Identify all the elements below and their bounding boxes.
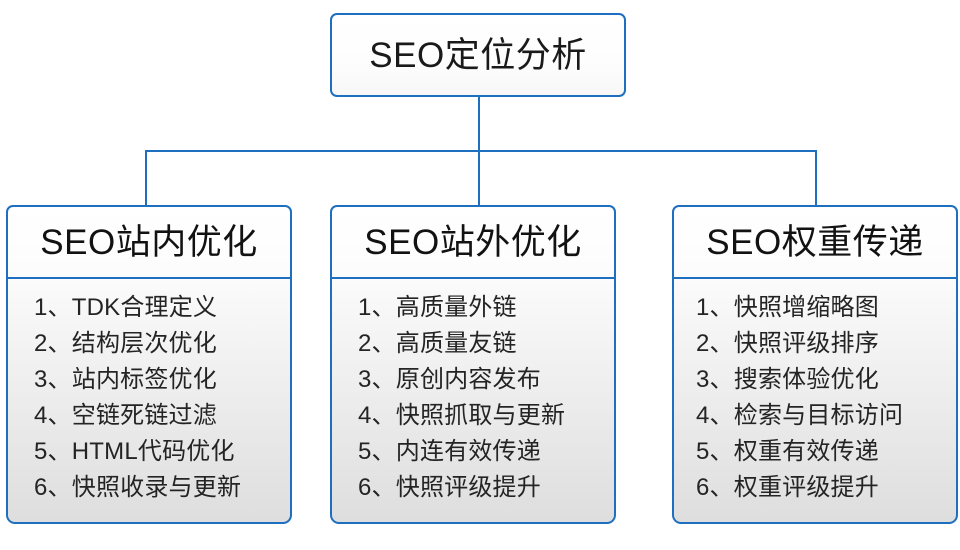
list-item: 5、权重有效传递: [696, 438, 879, 465]
branch-header-2: SEO站外优化: [330, 205, 616, 279]
list-item: 4、空链死链过滤: [34, 402, 217, 429]
list-item: 1、快照增缩略图: [696, 294, 879, 321]
list-item: 1、高质量外链: [358, 294, 517, 321]
connector-root-stem: [478, 97, 480, 151]
list-item: 4、检索与目标访问: [696, 402, 904, 429]
branch-list-3: 1、快照增缩略图 2、快照评级排序 3、搜索体验优化 4、检索与目标访问 5、权…: [674, 290, 956, 506]
branch-column-2: SEO站外优化 1、高质量外链 2、高质量友链 3、原创内容发布 4、快照抓取与…: [330, 205, 616, 524]
branch-body-3: 1、快照增缩略图 2、快照评级排序 3、搜索体验优化 4、检索与目标访问 5、权…: [672, 279, 958, 524]
branch-column-3: SEO权重传递 1、快照增缩略图 2、快照评级排序 3、搜索体验优化 4、检索与…: [672, 205, 958, 524]
list-item: 5、内连有效传递: [358, 438, 541, 465]
branch-header-label-2: SEO站外优化: [364, 222, 582, 262]
list-item: 1、TDK合理定义: [34, 294, 218, 321]
list-item: 6、快照收录与更新: [34, 474, 242, 501]
connector-drop-branch-2: [478, 150, 480, 206]
branch-list-2: 1、高质量外链 2、高质量友链 3、原创内容发布 4、快照抓取与更新 5、内连有…: [332, 290, 614, 506]
connector-horizontal-bus: [145, 150, 817, 152]
branch-header-1: SEO站内优化: [6, 205, 292, 279]
list-item: 3、原创内容发布: [358, 366, 541, 393]
branch-header-label-3: SEO权重传递: [706, 222, 924, 262]
list-item: 2、高质量友链: [358, 330, 517, 357]
list-item: 6、权重评级提升: [696, 474, 879, 501]
connector-drop-branch-1: [145, 150, 147, 206]
branch-list-1: 1、TDK合理定义 2、结构层次优化 3、站内标签优化 4、空链死链过滤 5、H…: [8, 290, 290, 506]
branch-body-2: 1、高质量外链 2、高质量友链 3、原创内容发布 4、快照抓取与更新 5、内连有…: [330, 279, 616, 524]
list-item: 3、搜索体验优化: [696, 366, 879, 393]
branch-column-1: SEO站内优化 1、TDK合理定义 2、结构层次优化 3、站内标签优化 4、空链…: [6, 205, 292, 524]
branch-header-3: SEO权重传递: [672, 205, 958, 279]
list-item: 3、站内标签优化: [34, 366, 217, 393]
connector-drop-branch-3: [815, 150, 817, 206]
root-node: SEO定位分析: [330, 13, 626, 97]
list-item: 2、结构层次优化: [34, 330, 217, 357]
branch-body-1: 1、TDK合理定义 2、结构层次优化 3、站内标签优化 4、空链死链过滤 5、H…: [6, 279, 292, 524]
list-item: 4、快照抓取与更新: [358, 402, 566, 429]
root-node-label: SEO定位分析: [369, 35, 587, 75]
list-item: 6、快照评级提升: [358, 474, 541, 501]
branch-header-label-1: SEO站内优化: [40, 222, 258, 262]
list-item: 5、HTML代码优化: [34, 438, 235, 465]
list-item: 2、快照评级排序: [696, 330, 879, 357]
